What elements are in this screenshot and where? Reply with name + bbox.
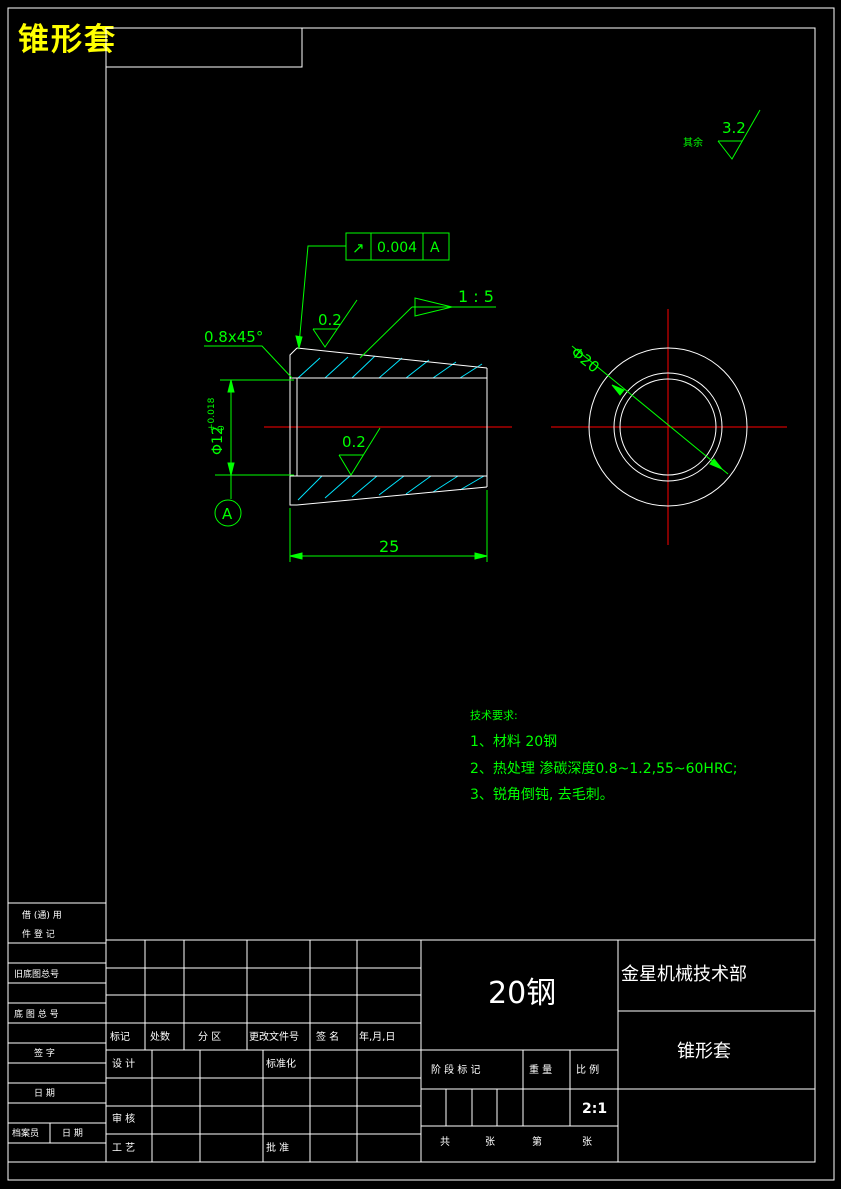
side-middle-circle <box>613 372 723 482</box>
tech-item-1: 1、材料 20钢 <box>470 734 557 750</box>
outer-frame <box>7 7 835 1181</box>
datum-label: A <box>222 505 233 523</box>
side-label-8: 日 期 <box>62 1128 83 1139</box>
tb-process: 工 艺 <box>112 1142 135 1154</box>
tb-sheet-end: 张 <box>582 1136 592 1148</box>
roughness-bore: 0.2 <box>342 433 366 451</box>
part-outline <box>289 347 488 506</box>
top-left-box <box>106 28 303 68</box>
title-block-grid <box>106 939 815 1162</box>
drawing-title-corner: 锥形套 <box>18 22 117 58</box>
tb-mark: 标记 <box>110 1031 130 1043</box>
tb-scale-value: 2:1 <box>582 1101 607 1117</box>
tb-sheet-of: 张 <box>485 1136 495 1148</box>
roughness-note-label: 其余 <box>683 136 703 149</box>
side-label-1: 借 (通) 用 <box>22 909 62 921</box>
side-diameter: Φ20 <box>567 343 602 376</box>
bore-tol-lower: 0 <box>217 425 227 431</box>
tb-date: 年,月,日 <box>359 1030 395 1043</box>
tb-approve: 批 准 <box>266 1141 289 1154</box>
length-dimension: 25 <box>379 537 399 556</box>
tech-item-3: 3、锐角倒钝, 去毛刺。 <box>470 787 614 803</box>
taper-ratio: 1 : 5 <box>458 287 494 306</box>
side-label-6: 日 期 <box>34 1088 55 1099</box>
tb-count: 处数 <box>150 1030 170 1043</box>
roughness-top: 0.2 <box>318 311 342 329</box>
tb-sheet-no: 第 <box>532 1135 542 1148</box>
tolerance-symbol: ↗ <box>352 239 365 257</box>
side-label-7: 档案员 <box>12 1127 39 1139</box>
side-label-3: 旧底图总号 <box>14 968 59 980</box>
bore-tol-upper: +0.018 <box>207 397 217 431</box>
tb-sheets: 共 <box>440 1136 450 1148</box>
tb-part-name: 锥形套 <box>677 1041 731 1062</box>
side-label-4: 底 图 总 号 <box>14 1008 59 1020</box>
tolerance-value: 0.004 <box>377 240 417 256</box>
tb-standardize: 标准化 <box>266 1057 296 1070</box>
tb-design: 设 计 <box>112 1057 135 1070</box>
tech-item-2: 2、热处理 渗碳深度0.8~1.2,55~60HRC; <box>470 761 737 777</box>
tolerance-datum: A <box>430 240 440 256</box>
tb-change-doc: 更改文件号 <box>249 1030 299 1043</box>
tb-material: 20钢 <box>488 976 556 1011</box>
tb-zone: 分 区 <box>198 1031 221 1043</box>
section-hatching <box>297 355 485 501</box>
side-strip <box>7 902 107 1163</box>
side-inner-circle <box>619 378 717 476</box>
bore-diameter: Φ12 <box>210 426 226 455</box>
side-outer-circle <box>588 347 748 507</box>
tech-heading: 技术要求: <box>470 709 518 722</box>
side-label-5: 签 字 <box>34 1047 55 1059</box>
tb-weight: 重 量 <box>529 1063 552 1076</box>
inner-frame <box>105 27 816 1163</box>
side-diameter-leader <box>571 345 729 475</box>
annotations <box>204 109 761 562</box>
tb-scale-label: 比 例 <box>576 1063 599 1076</box>
tb-stage-mark: 阶 段 标 记 <box>431 1063 481 1076</box>
chamfer-dimension: 0.8x45° <box>204 328 263 346</box>
tb-company: 金星机械技术部 <box>621 964 747 985</box>
side-label-2: 件 登 记 <box>22 928 55 940</box>
roughness-note-value: 3.2 <box>722 119 746 137</box>
tb-signature: 签 名 <box>316 1030 339 1043</box>
tb-review: 审 核 <box>112 1112 135 1125</box>
